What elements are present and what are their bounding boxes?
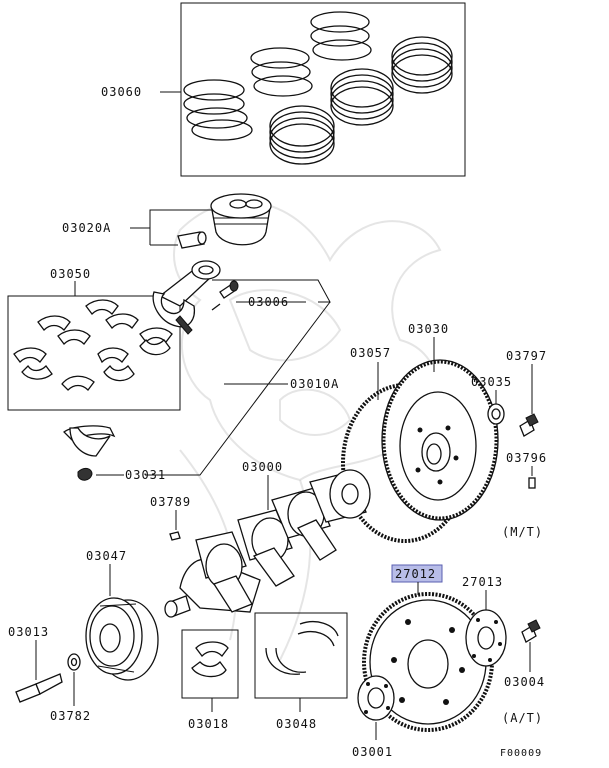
- adapter-plate: [465, 609, 507, 667]
- label-03010A[interactable]: 03010A: [290, 377, 339, 391]
- label-03060[interactable]: 03060: [101, 85, 142, 99]
- pulley-bolt: [15, 673, 63, 703]
- label-03047[interactable]: 03047: [86, 549, 127, 563]
- label-27013[interactable]: 27013: [462, 575, 503, 589]
- crank-pulley: [85, 597, 159, 681]
- automatic-transmission-label: (A/T): [502, 711, 543, 725]
- highlight-27012: [391, 564, 443, 583]
- rod-cap: [63, 425, 116, 457]
- thrust-bearing-shells: [191, 641, 229, 678]
- dowel-pin: [528, 477, 536, 489]
- flywheel: [381, 359, 499, 521]
- crank-bearings-box: [7, 295, 181, 411]
- label-03782[interactable]: 03782: [50, 709, 91, 723]
- piston: [210, 193, 272, 246]
- label-03797[interactable]: 03797: [506, 349, 547, 363]
- label-03796[interactable]: 03796: [506, 451, 547, 465]
- thrust-washers-box: [254, 612, 348, 699]
- crank-bearing-shells: [13, 299, 173, 391]
- drive-plate-bolt: [521, 619, 541, 643]
- pulley-washer: [67, 653, 81, 671]
- drive-plate-spacer: [357, 675, 395, 721]
- label-03020A[interactable]: 03020A: [62, 221, 111, 235]
- label-03050[interactable]: 03050: [50, 267, 91, 281]
- label-03001[interactable]: 03001: [352, 745, 393, 759]
- diagram-code: F00009: [500, 748, 542, 759]
- pilot-bearing: [487, 403, 505, 425]
- piston-rings-box: [180, 2, 466, 177]
- label-03048[interactable]: 03048: [276, 717, 317, 731]
- rod-nut: [77, 467, 93, 481]
- label-03031[interactable]: 03031: [125, 468, 166, 482]
- rod-bolt: [211, 280, 239, 311]
- label-03018[interactable]: 03018: [188, 717, 229, 731]
- piston-rings-group: [183, 11, 453, 165]
- thrust-washers: [265, 621, 339, 675]
- manual-transmission-label: (M/T): [502, 525, 543, 539]
- label-03035[interactable]: 03035: [471, 375, 512, 389]
- piston-pin: [177, 231, 207, 249]
- flywheel-bolt: [519, 413, 539, 437]
- label-03000[interactable]: 03000: [242, 460, 283, 474]
- crankshaft: [164, 469, 371, 618]
- label-03013[interactable]: 03013: [8, 625, 49, 639]
- label-03004[interactable]: 03004: [504, 675, 545, 689]
- label-03030[interactable]: 03030: [408, 322, 449, 336]
- thrust-bearing-box: [181, 629, 239, 699]
- label-03789[interactable]: 03789: [150, 495, 191, 509]
- label-03057[interactable]: 03057: [350, 346, 391, 360]
- label-27012[interactable]: 27012: [395, 567, 436, 581]
- crank-key: [169, 531, 181, 541]
- connecting-rod: [152, 260, 221, 335]
